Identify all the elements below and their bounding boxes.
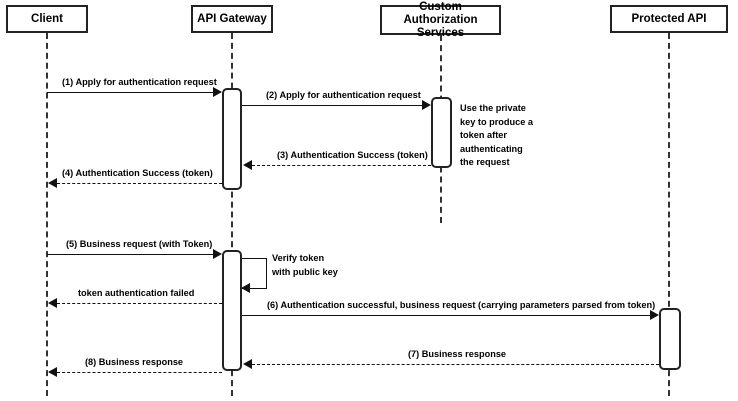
message-arrowhead-4	[48, 178, 57, 188]
message-label-6: (6) Authentication successful, business …	[267, 300, 656, 310]
message-arrowhead-6	[650, 310, 659, 320]
message-line-7	[252, 364, 659, 365]
message-label-8: (8) Business response	[85, 357, 184, 367]
activation-api-gateway-auth	[222, 88, 242, 190]
message-arrowhead-8	[48, 367, 57, 377]
participant-box-api-gateway[interactable]: API Gateway	[191, 5, 273, 33]
message-label-5: (5) Business request (with Token)	[66, 239, 213, 249]
self-message-line-top	[242, 258, 267, 259]
note-private-key: Use the private key to produce a token a…	[460, 103, 534, 168]
message-line-4	[57, 183, 222, 184]
self-message-label: Verify token with public key	[272, 253, 338, 277]
message-arrowhead-token-auth-failed	[48, 298, 57, 308]
self-message-line-right	[266, 258, 267, 288]
message-label-3: (3) Authentication Success (token)	[277, 150, 428, 160]
message-label-7: (7) Business response	[408, 349, 507, 359]
message-label-4: (4) Authentication Success (token)	[62, 168, 213, 178]
message-line-5	[47, 254, 213, 255]
message-arrowhead-2	[422, 100, 431, 110]
lifeline-client	[46, 33, 48, 396]
activation-protected-api	[659, 308, 681, 370]
lifeline-protected-api	[668, 33, 670, 396]
message-arrowhead-3	[243, 160, 252, 170]
participant-box-client[interactable]: Client	[6, 5, 88, 33]
message-arrowhead-1	[213, 87, 222, 97]
message-label-token-auth-failed: token authentication failed	[78, 288, 195, 298]
message-label-1: (1) Apply for authentication request	[62, 77, 217, 87]
activation-api-gateway-business	[222, 250, 242, 371]
message-line-token-auth-failed	[57, 303, 222, 304]
message-line-2	[242, 105, 422, 106]
participant-box-custom-authorization-services[interactable]: Custom Authorization Services	[380, 1, 501, 39]
message-line-1	[47, 92, 213, 93]
message-line-8	[57, 372, 222, 373]
message-arrowhead-5	[213, 249, 222, 259]
activation-custom-authorization-services	[431, 97, 452, 168]
message-line-6	[242, 315, 650, 316]
participant-box-protected-api[interactable]: Protected API	[610, 5, 728, 33]
message-arrowhead-7	[243, 359, 252, 369]
lifeline-api-gateway	[231, 33, 233, 396]
self-message-line-bottom	[242, 288, 267, 289]
message-line-3	[252, 165, 431, 166]
message-label-2: (2) Apply for authentication request	[266, 90, 421, 100]
self-message-arrowhead	[241, 283, 250, 293]
